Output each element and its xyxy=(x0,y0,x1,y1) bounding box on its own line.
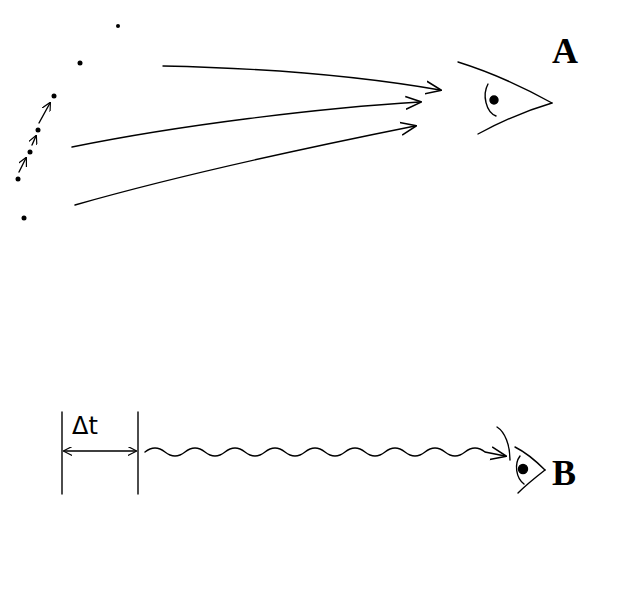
dimension-arrow xyxy=(64,450,136,451)
dot xyxy=(116,24,120,28)
motion-arrow xyxy=(19,158,26,172)
dot xyxy=(22,216,27,221)
dimension-line xyxy=(137,412,138,494)
dimension-label: Δt xyxy=(72,414,98,438)
eye-lid xyxy=(458,62,552,103)
dot xyxy=(36,128,41,133)
dot xyxy=(28,150,33,155)
dot xyxy=(78,61,83,66)
light-ray xyxy=(75,126,415,205)
eye-lid xyxy=(478,103,552,134)
light-ray xyxy=(72,102,420,147)
dot xyxy=(52,94,57,99)
light-ray xyxy=(163,66,440,90)
motion-arrow xyxy=(32,136,36,145)
eye-brow xyxy=(497,427,510,460)
eye-pupil xyxy=(490,96,498,104)
panel-label: A xyxy=(552,33,578,69)
dimension-line xyxy=(61,412,62,494)
panel-label: B xyxy=(552,455,576,491)
motion-arrow xyxy=(39,103,50,123)
eye-pupil xyxy=(519,465,528,474)
dot xyxy=(16,177,21,182)
moving-dots xyxy=(16,24,121,221)
light-wave xyxy=(145,448,505,456)
